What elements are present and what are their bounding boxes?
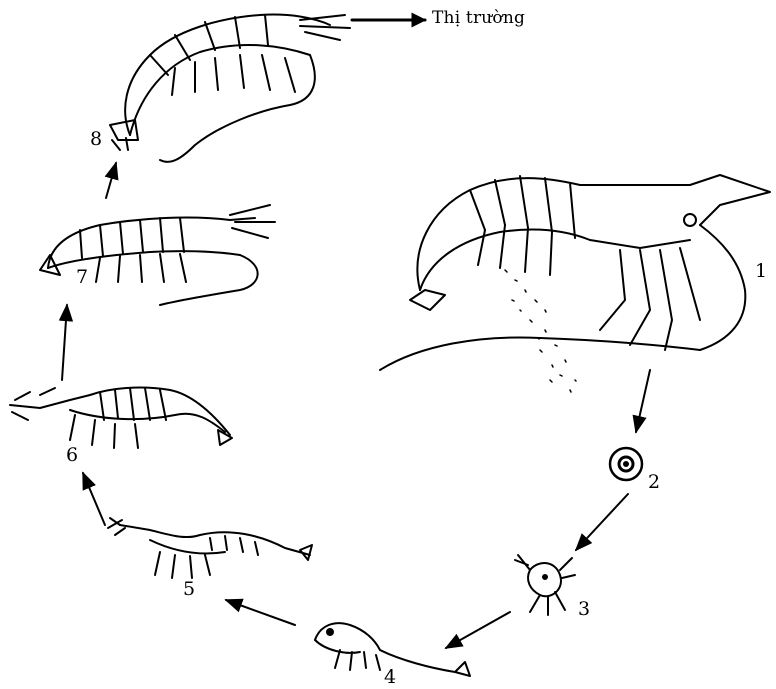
nauplius-larva-icon [515, 555, 575, 615]
arrow-6-to-7 [62, 305, 67, 380]
arrow-5-to-6 [83, 473, 105, 525]
stage-label-5: 5 [183, 580, 195, 599]
postlarva-icon [10, 388, 232, 448]
stage-label-2: 2 [648, 473, 660, 492]
arrow-4-to-5 [226, 600, 295, 625]
arrow-3-to-4 [446, 612, 510, 648]
adult-female-shrimp-spawning-icon [380, 175, 770, 392]
arrow-2-to-3 [576, 494, 628, 550]
mysis-larva-icon [108, 518, 312, 578]
arrow-1-to-2 [636, 370, 650, 432]
stage-label-3: 3 [578, 600, 590, 619]
adult-shrimp-icon [110, 15, 350, 162]
spawned-eggs-cloud [505, 270, 576, 392]
stage-label-1: 1 [755, 262, 767, 281]
stage-label-4: 4 [384, 668, 396, 687]
stage-label-8: 8 [90, 130, 102, 149]
arrow-7-to-8 [106, 163, 116, 198]
stage-label-7: 7 [76, 268, 88, 287]
juvenile-shrimp-icon [40, 205, 275, 305]
market-label: Thị trường [432, 10, 525, 27]
stage-label-6: 6 [66, 446, 78, 465]
egg-icon [610, 448, 642, 480]
